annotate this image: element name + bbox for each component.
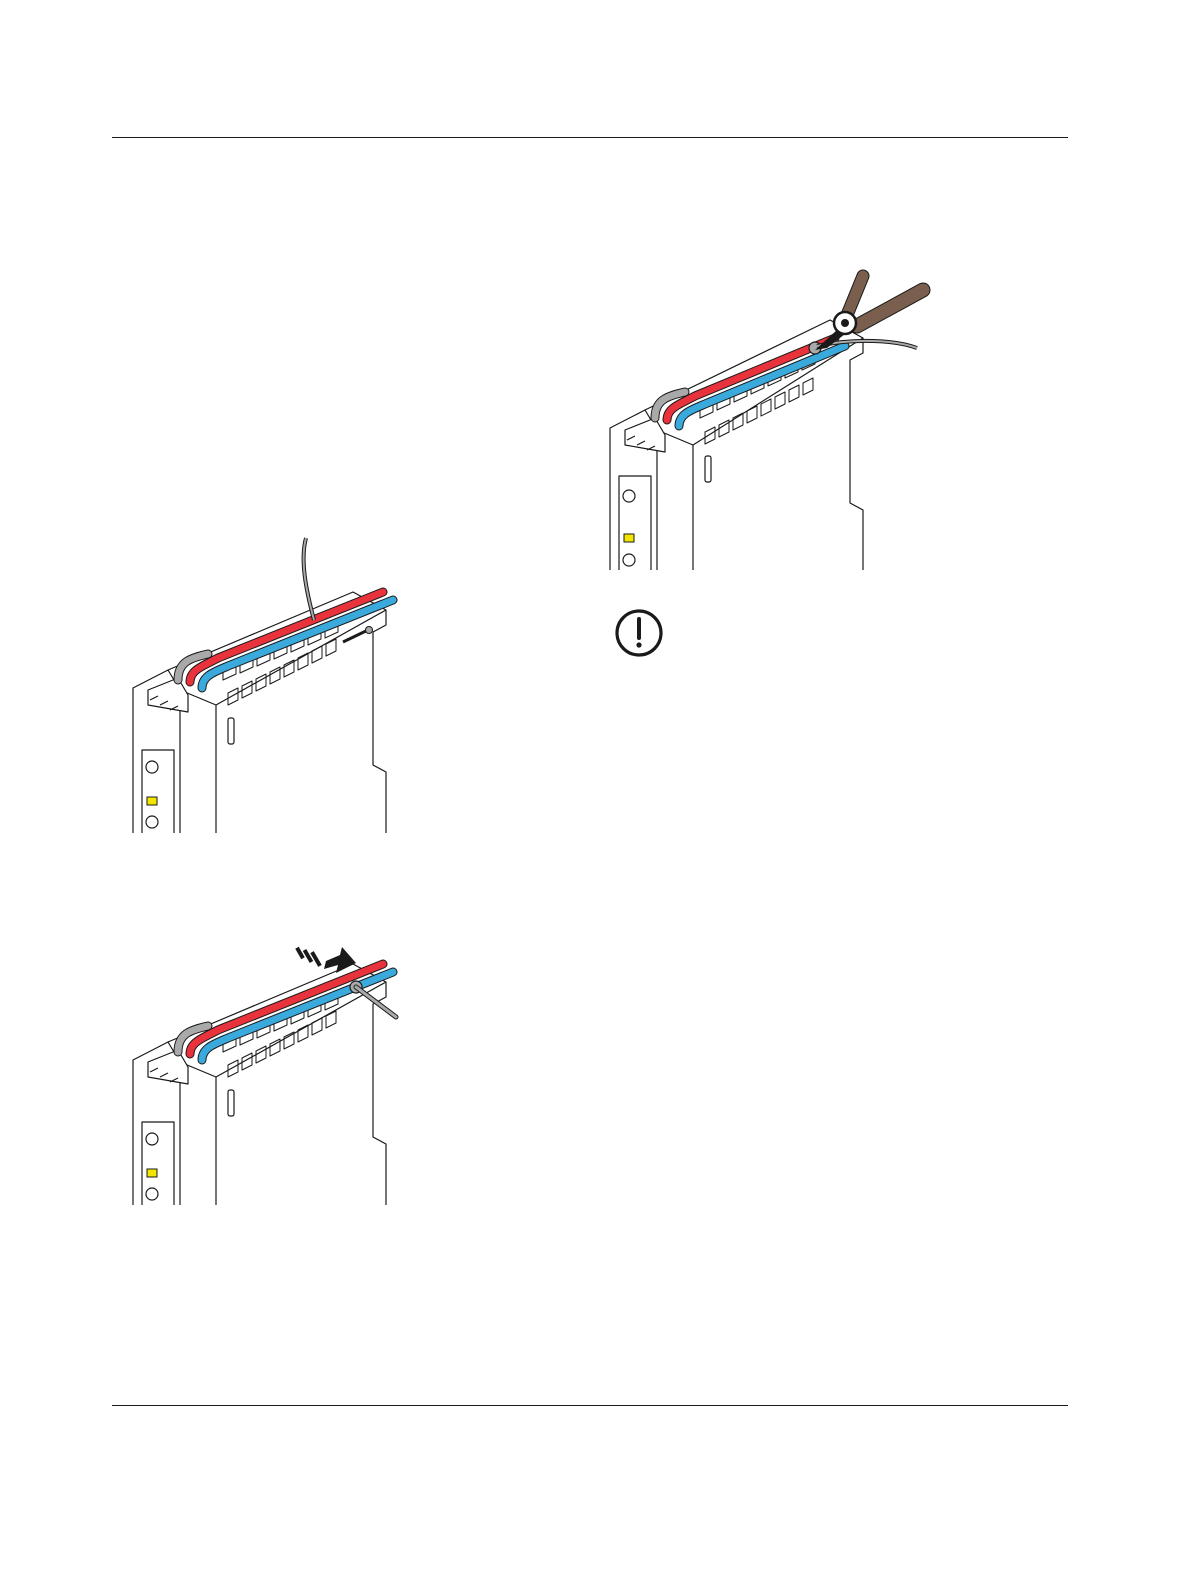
device-with-tightened-cable-tie-icon: [128, 935, 403, 1207]
figure-cable-tie-threaded: [128, 530, 398, 835]
figure-cable-tie-tightened: [128, 935, 403, 1207]
header-rule: [112, 137, 1068, 138]
footer-rule: [112, 1405, 1068, 1406]
device-with-pliers-cutting-tie-icon: [605, 268, 935, 573]
figure-cable-tie-trimmed: [605, 268, 935, 573]
attention-exclamation-icon: [613, 607, 665, 659]
device-with-loose-cable-tie-icon: [128, 530, 398, 835]
